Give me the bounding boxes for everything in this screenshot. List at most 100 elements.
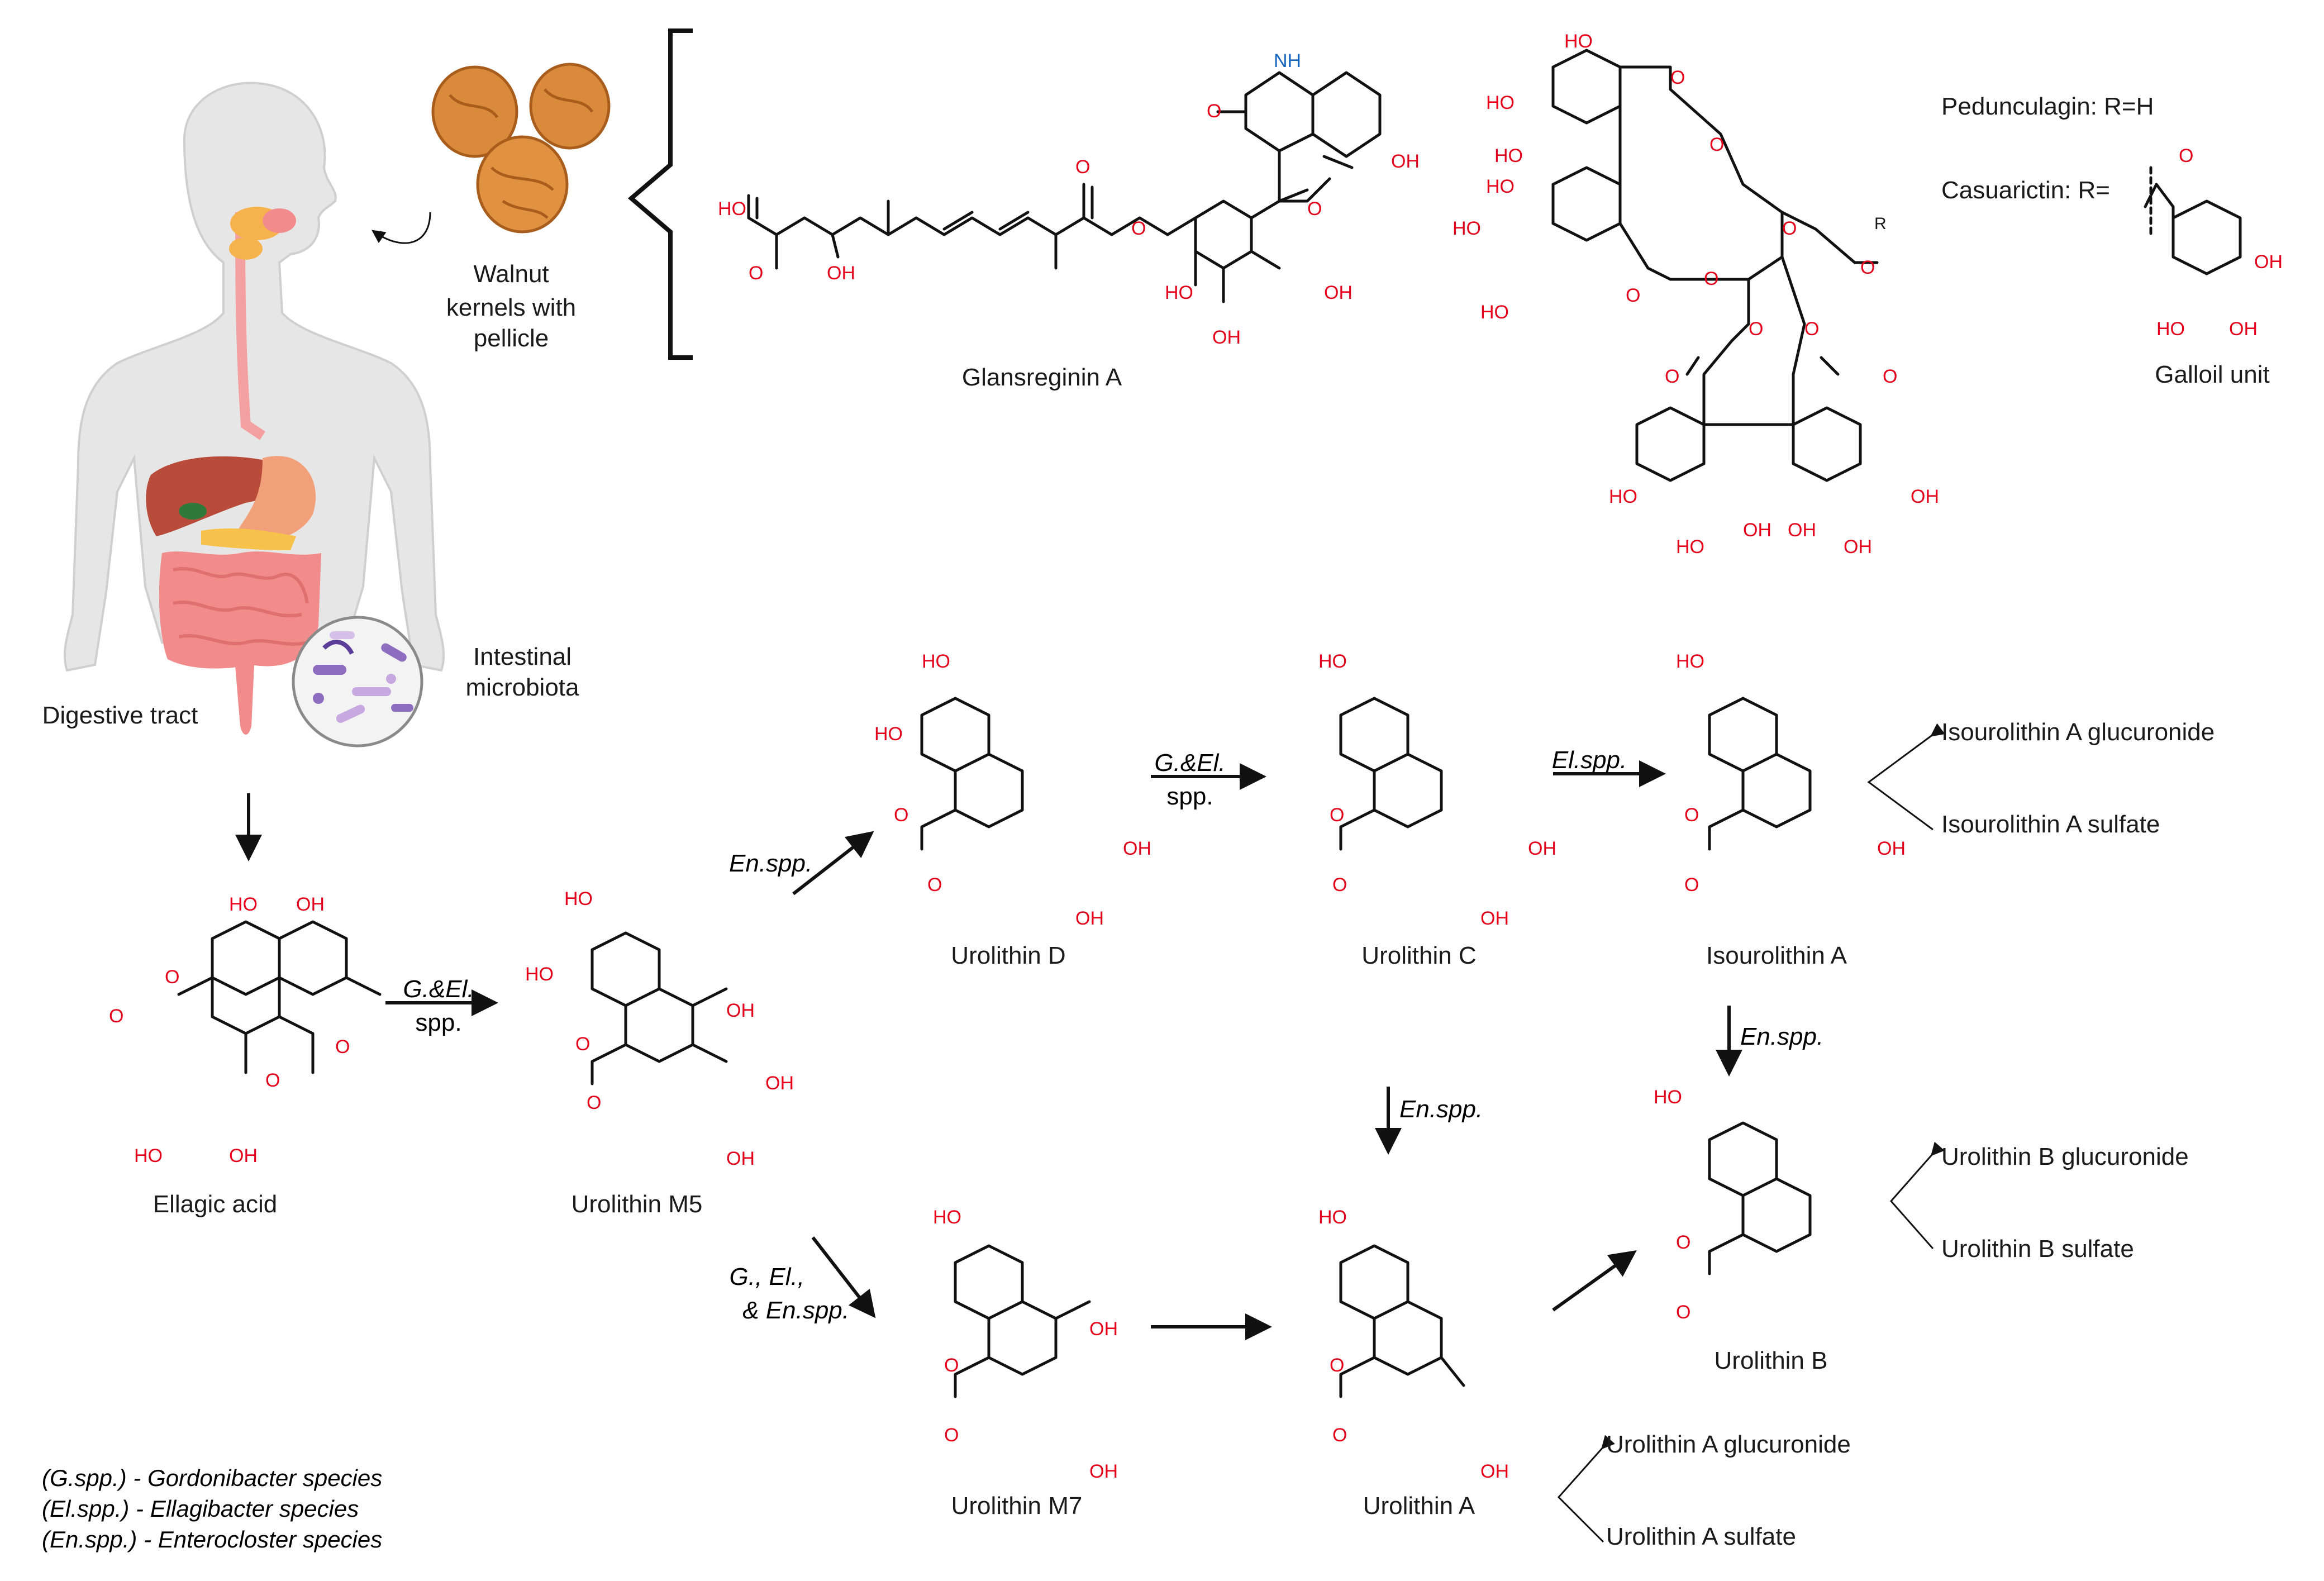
isoa-o-2: O	[1684, 874, 1699, 896]
isourolithin-a-label: Isourolithin A	[1706, 942, 1847, 969]
glansreginin-oh-2: OH	[827, 263, 855, 284]
d-o-1: O	[894, 804, 908, 826]
walnut-label-2: kernels with	[446, 294, 576, 321]
a-to-b-arrow	[1552, 1250, 1637, 1312]
urolithin-m5-label: Urolithin M5	[572, 1190, 703, 1218]
tannin-r: R	[1874, 215, 1887, 233]
d-oh-1: HO	[922, 651, 950, 672]
ellagic-acid-structure	[177, 920, 382, 1074]
a-oh-2: OH	[1480, 1461, 1509, 1482]
arrow-en3-label: En.spp.	[1399, 1096, 1483, 1123]
galloil-oh-2: HO	[2156, 318, 2185, 340]
glansreginin-label: Glansreginin A	[962, 364, 1122, 391]
b-oh-1: HO	[1654, 1087, 1682, 1108]
ellagic-acid-label: Ellagic acid	[153, 1190, 278, 1218]
galloil-oh-3: OH	[2229, 318, 2258, 340]
legend-line-3: (En.spp.) - Enterocloster species	[42, 1526, 382, 1553]
glansreginin-oh-6: OH	[1391, 151, 1420, 172]
isoa-oh-1: HO	[1676, 651, 1704, 672]
tannin-oh-8: OH	[1743, 520, 1771, 541]
urolithin-d-structure	[920, 697, 1024, 851]
urolithin-m5-structure	[590, 931, 728, 1085]
legend-line-1: (G.spp.) - Gordonibacter species	[42, 1465, 382, 1491]
walnut-to-mouth-arrow	[372, 212, 431, 244]
glansreginin-o-2: O	[1075, 156, 1090, 178]
arrow-en2-label: En.spp.	[1740, 1023, 1823, 1050]
glansreginin-oh-3: HO	[1165, 282, 1193, 303]
b-o-1: O	[1676, 1232, 1690, 1253]
legend-line-2: (El.spp.) - Ellagibacter species	[42, 1496, 359, 1522]
arrow-ge1b-label: spp.	[415, 1009, 461, 1036]
galloil-oh-1: OH	[2254, 251, 2283, 273]
m5-oh-1: HO	[564, 888, 593, 909]
m5-oh-5: OH	[726, 1148, 755, 1169]
urob-sulfate-label: Urolithin B sulfate	[1941, 1235, 2134, 1263]
tannin-o-7: O	[1749, 318, 1763, 340]
d-oh-2: HO	[874, 723, 903, 745]
glansreginin-o-1: O	[749, 263, 763, 284]
urolithin-b-structure	[1708, 1121, 1812, 1275]
tannin-o-10: O	[1883, 366, 1897, 387]
tannin-oh-1: HO	[1564, 31, 1593, 52]
galloil-o: O	[2179, 145, 2193, 166]
glansreginin-nh: NH	[1274, 50, 1301, 72]
m7-oh-2: OH	[1089, 1318, 1118, 1340]
tannin-oh-5: HO	[1452, 218, 1481, 239]
isourolithin-a-structure	[1708, 697, 1812, 851]
tannin-oh-10: OH	[1788, 520, 1816, 541]
a-oh-1: HO	[1318, 1207, 1347, 1228]
isoa-oh-2: OH	[1877, 838, 1906, 859]
isoa-conjugate-fork	[1867, 723, 1945, 831]
m7-oh-1: HO	[933, 1207, 961, 1228]
c-oh-2: OH	[1528, 838, 1556, 859]
tannin-oh-7: HO	[1609, 486, 1637, 507]
isoa-sulfate-label: Isourolithin A sulfate	[1941, 811, 2160, 838]
m5-oh-2: HO	[525, 964, 554, 985]
walnut-label-3: pellicle	[474, 325, 549, 352]
tannin-oh-12: OH	[1911, 486, 1939, 507]
c-o-2: O	[1332, 874, 1347, 896]
isoa-glucuronide-label: Isourolithin A glucuronide	[1941, 718, 2215, 746]
urolithin-m7-label: Urolithin M7	[951, 1492, 1083, 1520]
casuarictin-label: Casuarictin: R=	[1941, 177, 2110, 204]
m5-oh-4: OH	[765, 1073, 794, 1094]
m5-to-m7-arrow	[811, 1236, 876, 1318]
c-oh-1: HO	[1318, 651, 1347, 672]
glansreginin-a-structure	[747, 71, 1382, 303]
d-oh-3: OH	[1123, 838, 1151, 859]
digestive-tract-label: Digestive tract	[42, 702, 198, 729]
urolithin-a-label: Urolithin A	[1363, 1492, 1475, 1520]
urolithin-d-label: Urolithin D	[951, 942, 1065, 969]
galloil-structure	[2144, 166, 2242, 275]
m5-oh-3: OH	[726, 1000, 755, 1021]
arrow-ge1-label: G.&El.	[403, 975, 474, 1003]
glansreginin-oh-1: HO	[718, 198, 746, 220]
m5-o-2: O	[587, 1092, 601, 1113]
ellagic-o-2: O	[109, 1006, 123, 1027]
ellagitannin-structure	[1551, 49, 1879, 482]
ellagic-oh-3: HO	[134, 1145, 163, 1166]
urolithin-m7-structure	[954, 1244, 1091, 1398]
m7-o-2: O	[944, 1425, 959, 1446]
m7-o-1: O	[944, 1355, 959, 1376]
ellagic-oh-4: OH	[229, 1145, 258, 1166]
microbiota-label-2: microbiota	[466, 674, 579, 701]
urolithin-a-structure	[1339, 1244, 1465, 1398]
ellagic-oh-2: OH	[296, 894, 325, 915]
m7-oh-3: OH	[1089, 1461, 1118, 1482]
a-o-1: O	[1330, 1355, 1344, 1376]
arrow-gee2-label: & En.spp.	[742, 1297, 849, 1324]
tannin-oh-2: HO	[1486, 92, 1515, 113]
glansreginin-oh-5: OH	[1324, 282, 1353, 303]
tannin-o-8: O	[1804, 318, 1819, 340]
microbiota-label-1: Intestinal	[473, 643, 572, 670]
ellagic-oh-1: HO	[229, 894, 258, 915]
a-o-2: O	[1332, 1425, 1347, 1446]
tannin-o-3: O	[1782, 218, 1797, 239]
glansreginin-o-3: O	[1131, 218, 1146, 239]
human-body-illustration	[63, 82, 445, 747]
tannin-oh-9: HO	[1676, 536, 1704, 558]
arrow-el1-label: El.spp.	[1552, 746, 1627, 774]
urob-conjugate-fork	[1889, 1141, 1945, 1249]
